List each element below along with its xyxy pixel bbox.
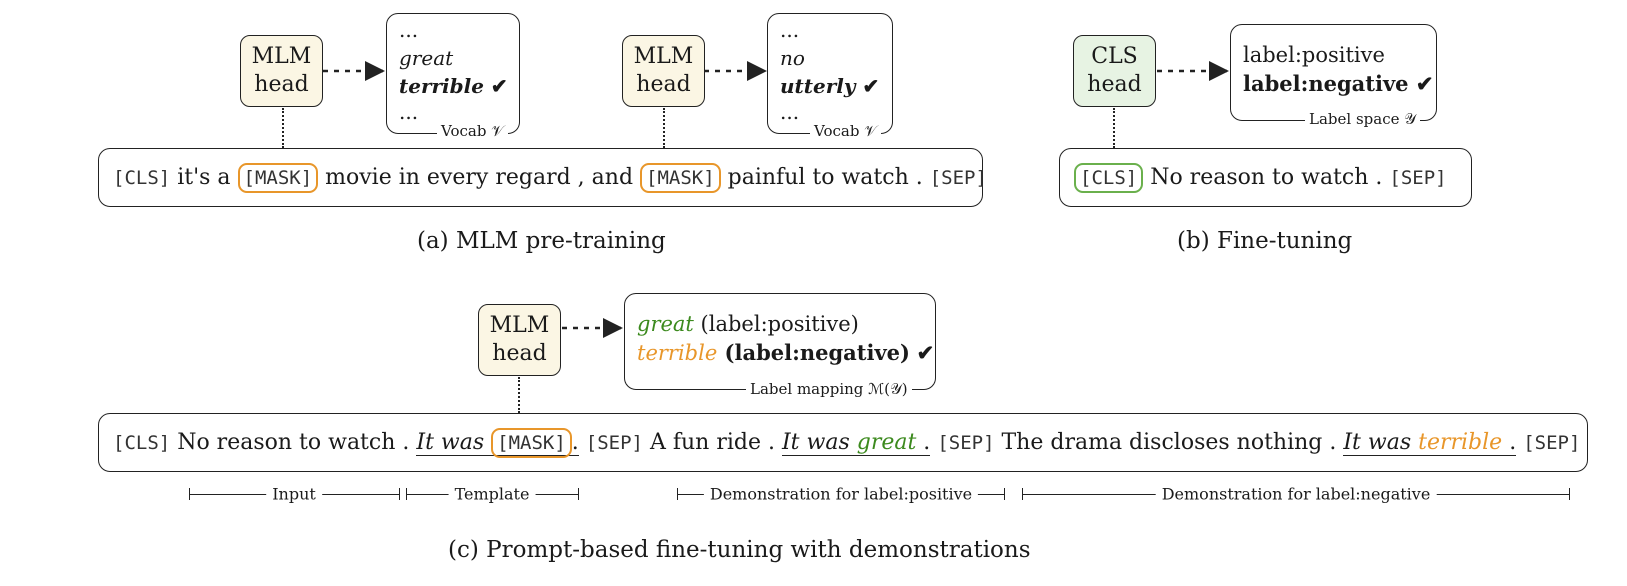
cls-token: [CLS] — [113, 431, 171, 454]
span-input-label: Input — [266, 484, 322, 504]
label-space-tag: Label space 𝒴 — [1305, 110, 1420, 128]
demo2-word: terrible — [1418, 429, 1503, 455]
template-text: It was — [416, 429, 492, 455]
mask-token: [MASK] — [640, 162, 721, 193]
demo2-template: It was terrible . — [1343, 429, 1517, 456]
demo2-text: The drama discloses nothing . — [994, 430, 1344, 455]
connector-a2 — [663, 108, 665, 148]
span-template-label: Template — [448, 484, 536, 504]
label-positive: label:positive — [1243, 43, 1385, 67]
seq-text: painful to watch . — [720, 165, 930, 190]
cls-token: [CLS] — [1074, 162, 1144, 193]
head-line1: MLM — [633, 44, 694, 69]
template-segment: It was [MASK]. — [416, 427, 579, 458]
head-line2: head — [1087, 72, 1142, 97]
check-icon: ✔ — [490, 74, 508, 98]
vocab-answer: utterly ✔ — [780, 74, 880, 98]
sequence-c: [CLS] No reason to watch . It was [MASK]… — [98, 413, 1588, 472]
sequence-a: [CLS] it's a [MASK] movie in every regar… — [98, 148, 987, 207]
sep-token: [SEP] — [929, 166, 987, 189]
check-icon: ✔ — [862, 74, 880, 98]
mask-token: [MASK] — [237, 162, 319, 193]
mlm-head-a2: MLM head — [622, 35, 705, 107]
demo1-text: A fun ride . — [642, 430, 782, 455]
head-line2: head — [636, 72, 691, 97]
label-space-box: label:positive label:negative ✔ — [1230, 24, 1437, 121]
vocab-tag-a1: Vocab 𝒱 — [437, 122, 508, 140]
head-line2: head — [492, 341, 547, 366]
head-line2: head — [254, 72, 309, 97]
label-mapping-box: great (label:positive) terrible (label:n… — [624, 293, 936, 390]
span-demo-positive-label: Demonstration for label:positive — [703, 484, 979, 504]
mask-token: [MASK] — [491, 427, 572, 458]
vocab-tag-a2: Vocab 𝒱 — [810, 122, 881, 140]
template-text: It was — [1343, 429, 1419, 455]
sep-token: [SEP] — [1389, 166, 1447, 189]
head-line1: MLM — [251, 44, 312, 69]
label-mapping-tag: Label mapping ℳ(𝒴) — [746, 380, 912, 398]
vocab-answer: terrible ✔ — [399, 74, 508, 98]
sep-token: [SEP] — [937, 431, 995, 454]
mlm-head-a1: MLM head — [240, 35, 323, 107]
check-icon: ✔ — [916, 340, 935, 365]
mapping-neg-word: terrible — [637, 341, 718, 365]
vocab-word: great — [399, 46, 454, 70]
cls-head: CLS head — [1073, 35, 1156, 107]
vocab-word: no — [780, 46, 805, 70]
mlm-head-c: MLM head — [478, 304, 561, 376]
mapping-neg-label: (label:negative) — [717, 340, 910, 365]
mapping-pos-label: (label:positive) — [693, 312, 859, 336]
template-text: It was — [781, 429, 857, 455]
head-line1: MLM — [489, 313, 550, 338]
connector-b — [1113, 108, 1115, 148]
mapping-positive: great (label:positive) — [637, 310, 859, 338]
sequence-b: [CLS] No reason to watch . [SEP] — [1059, 148, 1472, 207]
template-dot: . — [1502, 429, 1517, 455]
connector-a1 — [282, 108, 284, 148]
sep-token: [SEP] — [1523, 431, 1581, 454]
span-demo-negative-label: Demonstration for label:negative — [1155, 484, 1437, 504]
mapping-negative: terrible (label:negative) ✔ — [637, 339, 934, 367]
head-line1: CLS — [1091, 44, 1138, 69]
mapping-pos-word: great — [637, 312, 694, 336]
vocab-box-a2: ... no utterly ✔ ... — [767, 13, 893, 134]
caption-b: (b) Fine-tuning — [1177, 228, 1353, 254]
cls-token: [CLS] — [113, 166, 171, 189]
vocab-box-a1: ... great terrible ✔ ... — [386, 13, 520, 134]
seq-text: No reason to watch . — [1143, 165, 1390, 190]
input-text: No reason to watch . — [170, 430, 417, 455]
vocab-dots-top: ... — [780, 18, 800, 42]
caption-c: (c) Prompt-based fine-tuning with demons… — [448, 537, 1031, 563]
demo1-word: great — [856, 429, 917, 455]
sep-token: [SEP] — [585, 431, 643, 454]
demo1-template: It was great . — [781, 429, 931, 456]
vocab-dots-bottom: ... — [780, 100, 800, 124]
caption-a: (a) MLM pre-training — [417, 228, 666, 254]
connector-c — [518, 377, 520, 413]
label-negative: label:negative ✔ — [1243, 71, 1434, 96]
check-icon: ✔ — [1415, 71, 1434, 96]
template-dot: . — [571, 429, 579, 455]
seq-text: movie in every regard , and — [318, 165, 641, 190]
template-dot: . — [916, 429, 931, 455]
vocab-dots-bottom: ... — [399, 100, 419, 124]
seq-text: it's a — [170, 165, 238, 190]
vocab-dots-top: ... — [399, 18, 419, 42]
